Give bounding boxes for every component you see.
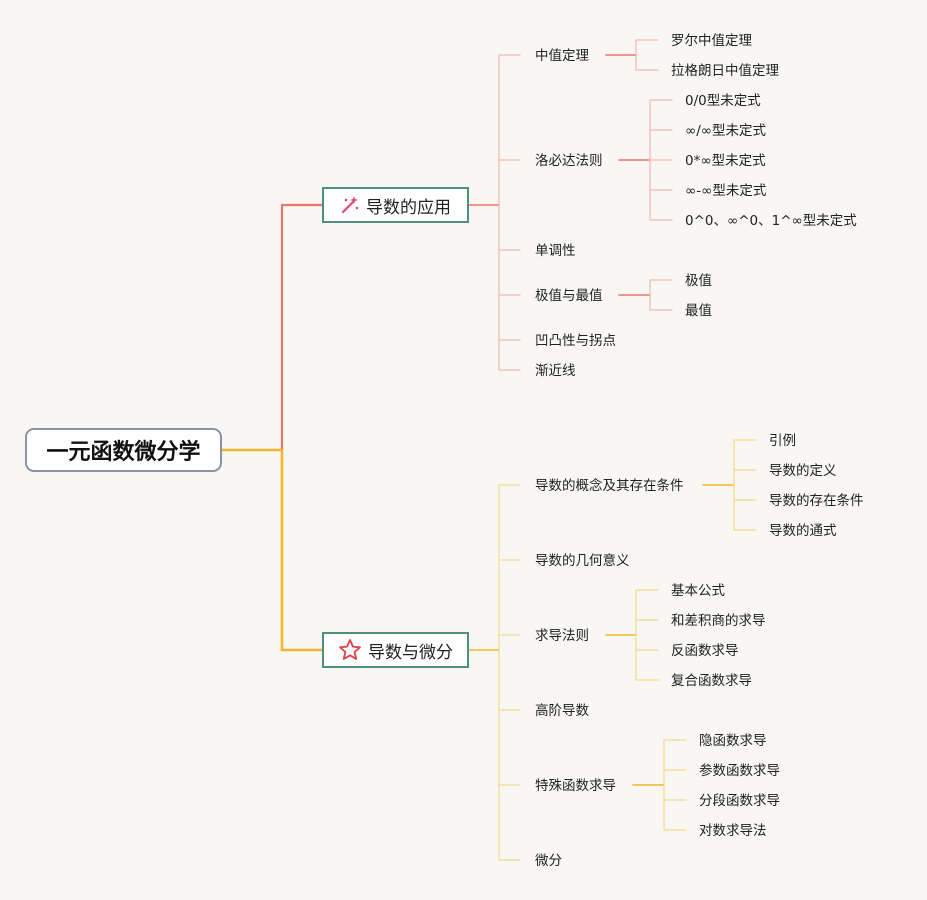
leaf-item[interactable]: 分段函数求导 — [699, 793, 780, 809]
topic-higher-order[interactable]: 高阶导数 — [535, 703, 589, 719]
branch-label: 导数与微分 — [368, 642, 453, 663]
leaf-item[interactable]: 反函数求导 — [671, 643, 739, 659]
root-label: 一元函数微分学 — [46, 440, 201, 465]
topic-geometric-meaning[interactable]: 导数的几何意义 — [535, 553, 630, 569]
topic-extrema[interactable]: 极值与最值 — [535, 288, 603, 304]
leaf-item[interactable]: 复合函数求导 — [671, 673, 752, 689]
leaf-item[interactable]: ∞/∞型未定式 — [685, 123, 767, 139]
leaf-item[interactable]: 0^0、∞^0、1^∞型未定式 — [685, 213, 857, 229]
topic-lhopital-rule[interactable]: 洛必达法则 — [535, 153, 603, 169]
topic-monotonicity[interactable]: 单调性 — [535, 243, 576, 259]
leaf-item[interactable]: 隐函数求导 — [699, 733, 767, 749]
topic-differential[interactable]: 微分 — [535, 853, 562, 869]
star-icon — [339, 639, 361, 660]
leaf-item[interactable]: 和差积商的求导 — [671, 613, 766, 629]
topic-derivative-concept[interactable]: 导数的概念及其存在条件 — [535, 478, 684, 494]
root-node[interactable]: 一元函数微分学 — [25, 428, 222, 472]
leaf-item[interactable]: ∞-∞型未定式 — [685, 183, 767, 199]
leaf-item[interactable]: 极值 — [685, 273, 712, 289]
leaf-item[interactable]: 引例 — [769, 433, 796, 449]
connector-line — [280, 448, 324, 652]
leaf-item[interactable]: 基本公式 — [671, 583, 725, 599]
leaf-item[interactable]: 参数函数求导 — [699, 763, 780, 779]
leaf-item[interactable]: 导数的存在条件 — [769, 493, 864, 509]
leaf-item[interactable]: 拉格朗日中值定理 — [671, 63, 779, 79]
topic-derivation-rules[interactable]: 求导法则 — [535, 628, 589, 644]
connector-line — [280, 203, 324, 452]
leaf-item[interactable]: 对数求导法 — [699, 823, 767, 839]
leaf-item[interactable]: 导数的通式 — [769, 523, 837, 539]
topic-asymptote[interactable]: 渐近线 — [535, 363, 576, 379]
topic-mean-value-theorem[interactable]: 中值定理 — [535, 48, 589, 64]
leaf-item[interactable]: 罗尔中值定理 — [671, 33, 752, 49]
leaf-item[interactable]: 导数的定义 — [769, 463, 837, 479]
topic-concavity[interactable]: 凹凸性与拐点 — [535, 333, 616, 349]
magic-wand-icon — [341, 196, 359, 214]
leaf-item[interactable]: 最值 — [685, 303, 712, 319]
leaf-item[interactable]: 0*∞型未定式 — [685, 153, 766, 169]
leaf-item[interactable]: 0/0型未定式 — [685, 93, 761, 109]
branch-label: 导数的应用 — [366, 197, 451, 218]
branch-node-applications[interactable]: 导数的应用 — [322, 187, 469, 223]
branch-node-derivatives[interactable]: 导数与微分 — [322, 632, 469, 668]
topic-special-functions[interactable]: 特殊函数求导 — [535, 778, 616, 794]
